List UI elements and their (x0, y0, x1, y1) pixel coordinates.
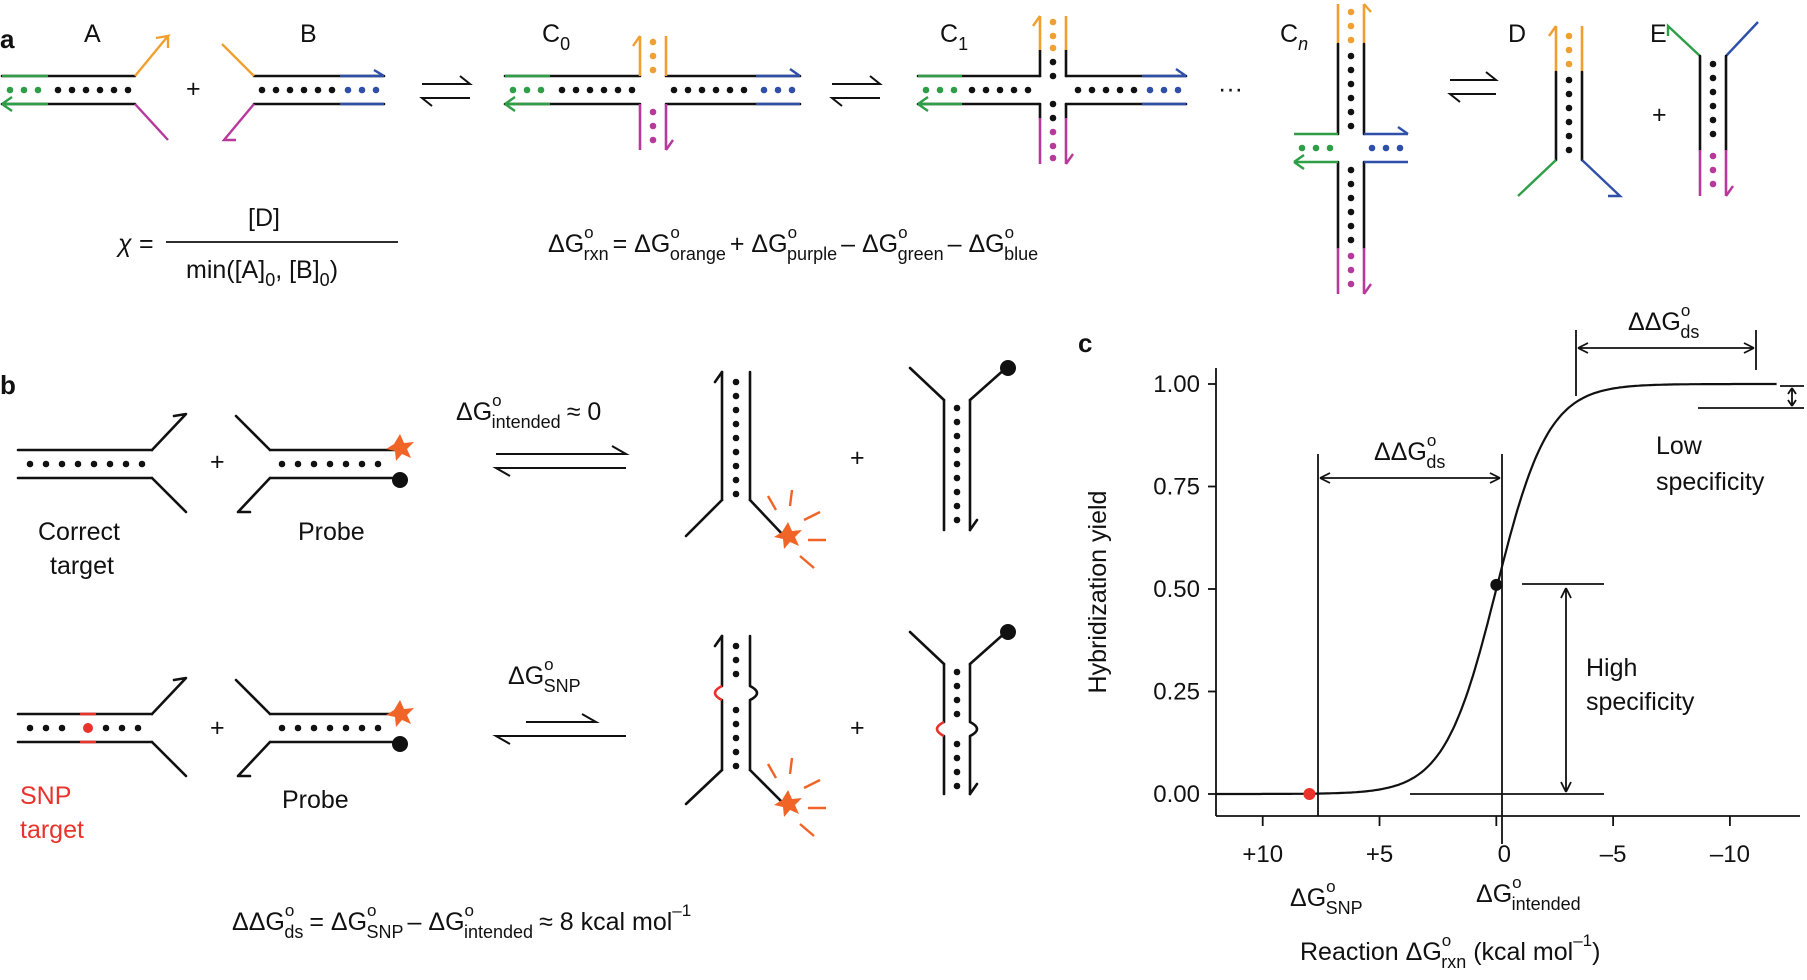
x-tick-label: –10 (1710, 841, 1750, 868)
y-ticks: 0.00 0.25 0.50 0.75 1.00 (1153, 371, 1216, 808)
low-specificity-label-1: Low (1656, 432, 1703, 460)
x-ticks: +10 +5 0 –5 –10 (1242, 816, 1750, 868)
y-tick-label: 0.75 (1153, 474, 1200, 501)
high-specificity-label-2: specificity (1586, 688, 1695, 716)
chi-numerator: [D] (248, 204, 280, 232)
snp-mismatch-dot (83, 723, 93, 733)
x-tick-label: 0 (1498, 841, 1511, 868)
plus-sign-b4: + (850, 714, 865, 742)
chart-point (1303, 788, 1316, 800)
correct-target-label-2: target (50, 552, 114, 580)
plus-sign-b3: + (210, 714, 225, 742)
high-specificity-label-1: High (1586, 654, 1637, 682)
species-label-d: D (1508, 20, 1526, 48)
product-duplex-1 (684, 370, 826, 569)
probe-label-2: Probe (282, 786, 349, 814)
data-points (1303, 578, 1503, 800)
complex-a-diagram (0, 34, 171, 141)
panel-c: c 0.00 0.25 0.50 0.75 1.00 +10 +5 0 –5 –10 Hybri… (1078, 301, 1804, 972)
probe-diagram-2 (234, 678, 414, 778)
low-specificity-label-2: specificity (1656, 468, 1765, 496)
snp-target-label-2: target (20, 816, 84, 844)
fluorescing-star-icon (774, 522, 802, 549)
chi-definition: χ = [D] min([A]0, [B]0) (116, 204, 398, 290)
complex-c0-diagram (503, 35, 802, 151)
x-tick-label: +10 (1242, 841, 1283, 868)
y-tick-label: 0.00 (1153, 781, 1200, 808)
species-label-a: A (84, 20, 101, 48)
y-tick-label: 1.00 (1153, 371, 1200, 398)
complex-c1-diagram (916, 15, 1188, 165)
snp-target-label-1: SNP (20, 782, 71, 810)
x-tick-label: +5 (1366, 841, 1393, 868)
annotations (1317, 330, 1804, 844)
waste-duplex-1 (908, 360, 1016, 532)
panel-a-label: a (0, 24, 15, 54)
chart-point (1490, 578, 1503, 591)
y-tick-label: 0.25 (1153, 679, 1200, 706)
probe-diagram-1 (234, 414, 414, 514)
species-label-b: B (300, 20, 317, 48)
complex-cn-diagram (1293, 3, 1409, 295)
ellipsis: ··· (1218, 75, 1243, 103)
y-tick-label: 0.50 (1153, 576, 1200, 603)
chi-symbol: χ = (116, 230, 153, 258)
plus-sign-b2: + (850, 444, 865, 472)
emission-rays-icon (766, 489, 826, 569)
snp-target-diagram (16, 676, 188, 778)
correct-target-diagram (16, 412, 188, 514)
probe-label-1: Probe (298, 518, 365, 546)
equilibrium-arrow-1 (419, 75, 473, 107)
plus-sign-b1: + (210, 448, 225, 476)
quencher-icon (392, 472, 408, 488)
chi-denominator: min([A]0, [B]0) (186, 256, 338, 290)
equilibrium-arrow-b2 (492, 713, 626, 745)
equilibrium-arrow-2 (829, 75, 883, 107)
fluorophore-star-icon (386, 434, 414, 461)
waste-duplex-2 (908, 624, 1016, 796)
plus-sign-a: + (186, 75, 201, 103)
complex-d-diagram (1517, 25, 1624, 198)
complex-b-diagram (221, 43, 386, 142)
yield-chart: 0.00 0.25 0.50 0.75 1.00 +10 +5 0 –5 –10 Hybridi… (1084, 301, 1804, 972)
panel-b-label: b (0, 370, 16, 400)
correct-target-label-1: Correct (38, 518, 120, 546)
species-label-c0: C0 (542, 20, 570, 54)
species-label-cn: Cn (1280, 20, 1308, 54)
x-tick-label: –5 (1600, 841, 1627, 868)
equilibrium-arrow-b1 (492, 445, 630, 477)
panel-a: a A B C0 C1 Cn D E + + ··· (0, 3, 1759, 295)
product-duplex-2 (684, 634, 826, 837)
y-axis-label: Hybridization yield (1084, 491, 1112, 694)
plus-sign-de: + (1652, 101, 1667, 129)
species-label-c1: C1 (940, 20, 968, 54)
equilibrium-arrow-3 (1447, 71, 1499, 103)
panel-c-label: c (1078, 328, 1092, 358)
species-label-e: E (1650, 20, 1667, 48)
complex-e-diagram (1666, 21, 1759, 197)
